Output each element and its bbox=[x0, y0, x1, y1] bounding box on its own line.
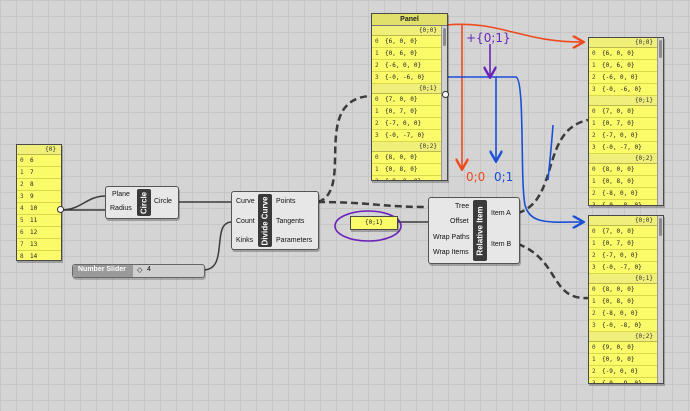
output-points[interactable]: Points bbox=[276, 198, 296, 205]
list-item: 0{8, 0, 0} bbox=[372, 152, 442, 164]
offset-value: {0;1} bbox=[364, 219, 384, 226]
branch-path: {0;2} bbox=[589, 154, 658, 164]
input-kinks[interactable]: Kinks bbox=[236, 237, 254, 244]
slider-label: Number Slider bbox=[78, 266, 126, 273]
list-item: 2{-8, 0, 0} bbox=[589, 308, 658, 320]
list-item: 1{0, 6, 0} bbox=[372, 48, 442, 60]
list-item: 3{-0, -8, 0} bbox=[589, 200, 658, 205]
input-wrap-items[interactable]: Wrap Items bbox=[433, 249, 469, 256]
solid-wires bbox=[60, 195, 428, 271]
orange-label: 0;0 bbox=[466, 170, 485, 184]
list-item: 3{-0, -9, 0} bbox=[589, 378, 658, 383]
list-item: 0{9, 0, 0} bbox=[589, 342, 658, 354]
item-b-panel[interactable]: {0;0}0{7, 0, 0}1{0, 7, 0}2{-7, 0, 0}3{-0… bbox=[588, 215, 664, 384]
branch-path: {0;0} bbox=[372, 26, 442, 36]
list-item: 3{-0, -7, 0} bbox=[589, 262, 658, 274]
input-curve[interactable]: Curve bbox=[236, 198, 255, 205]
list-item: 1{0, 8, 0} bbox=[372, 164, 442, 176]
input-offset[interactable]: Offset bbox=[450, 218, 469, 225]
purple-annotation bbox=[334, 44, 490, 242]
list-item: 2{-7, 0, 0} bbox=[372, 118, 442, 130]
list-item: 1{0, 7, 0} bbox=[589, 118, 658, 130]
panel-title: Panel bbox=[372, 14, 447, 26]
branch-path: {0;0} bbox=[589, 216, 658, 226]
relative-item-core: Relative Item bbox=[473, 200, 487, 261]
list-item: 1{0, 6, 0} bbox=[589, 60, 658, 72]
list-item: 0{6, 0, 0} bbox=[372, 36, 442, 48]
input-count[interactable]: Count bbox=[236, 218, 255, 225]
list-item: 2{-8, 0, 0} bbox=[589, 188, 658, 200]
scrollbar[interactable] bbox=[441, 26, 447, 180]
list-item: 1{0, 8, 0} bbox=[589, 296, 658, 308]
list-item: 0{8, 0, 0} bbox=[589, 284, 658, 296]
list-item: 3{-0, -6, 0} bbox=[372, 72, 442, 84]
list-item: 1{0, 8, 0} bbox=[589, 176, 658, 188]
output-grip[interactable] bbox=[57, 206, 64, 213]
output-tangents[interactable]: Tangents bbox=[276, 218, 305, 225]
list-item: 3{-0, -7, 0} bbox=[372, 130, 442, 142]
output-circle[interactable]: Circle bbox=[154, 198, 172, 205]
circle-core: Circle bbox=[137, 189, 151, 216]
branch-path: {0;1} bbox=[372, 84, 442, 94]
scrollbar[interactable] bbox=[657, 38, 663, 205]
output-item-a[interactable]: Item A bbox=[491, 210, 511, 217]
input-tree[interactable]: Tree bbox=[455, 203, 470, 210]
list-item: 2{-7, 0, 0} bbox=[589, 250, 658, 262]
list-item: 1{0, 9, 0} bbox=[589, 354, 658, 366]
panel-output-grip[interactable] bbox=[442, 91, 449, 98]
slider-value: 4 bbox=[147, 266, 151, 273]
list-item: 1{0, 7, 0} bbox=[372, 106, 442, 118]
list-item: 0{6, 0, 0} bbox=[589, 48, 658, 60]
list-item: 2{-6, 0, 0} bbox=[589, 72, 658, 84]
relative-item-component[interactable]: Tree Offset Wrap Paths Wrap Items Relati… bbox=[428, 197, 520, 264]
circle-component[interactable]: Plane Radius Circle Circle bbox=[105, 186, 179, 219]
branch-path: {0;1} bbox=[589, 274, 658, 284]
list-item: 2{-6, 0, 0} bbox=[372, 60, 442, 72]
tree-wires bbox=[317, 94, 589, 300]
input-plane[interactable]: Plane bbox=[112, 191, 130, 198]
list-item: 0{7, 0, 0} bbox=[589, 226, 658, 238]
purple-label: +{0;1} bbox=[466, 31, 511, 45]
branch-path: {0;2} bbox=[589, 332, 658, 342]
list-item: 3{-0, -7, 0} bbox=[589, 142, 658, 154]
branch-path: {0;1} bbox=[589, 96, 658, 106]
list-item: 0{7, 0, 0} bbox=[589, 106, 658, 118]
scrollbar[interactable] bbox=[657, 216, 663, 383]
divide-curve-core: Divide Curve bbox=[258, 194, 272, 247]
list-item: 0{8, 0, 0} bbox=[589, 164, 658, 176]
input-radius[interactable]: Radius bbox=[110, 205, 132, 212]
list-item: 0{7, 0, 0} bbox=[372, 94, 442, 106]
output-item-b[interactable]: Item B bbox=[491, 241, 512, 248]
list-item: 2{-7, 0, 0} bbox=[589, 130, 658, 142]
divide-curve-component[interactable]: Curve Count Kinks Divide Curve Points Ta… bbox=[231, 191, 319, 250]
slider-handle-icon[interactable]: ◇ bbox=[137, 267, 143, 274]
number-slider[interactable]: Number Slider ◇ 4 bbox=[72, 264, 205, 278]
branch-path: {0;2} bbox=[372, 142, 442, 152]
panel-path: {0} bbox=[17, 145, 61, 155]
list-item: 2{-9, 0, 0} bbox=[589, 366, 658, 378]
main-panel[interactable]: Panel {0;0}0{6, 0, 0}1{0, 6, 0}2{-6, 0, … bbox=[371, 13, 448, 181]
list-item: 2{-8, 0, 0} bbox=[372, 176, 442, 180]
output-parameters[interactable]: Parameters bbox=[276, 237, 313, 244]
list-item: 1{0, 7, 0} bbox=[589, 238, 658, 250]
input-wrap-paths[interactable]: Wrap Paths bbox=[433, 234, 470, 241]
list-item: 3{-0, -8, 0} bbox=[589, 320, 658, 332]
branch-path: {0;0} bbox=[589, 38, 658, 48]
list-item: 3{-0, -6, 0} bbox=[589, 84, 658, 96]
blue-label: 0;1 bbox=[494, 170, 513, 184]
list-panel[interactable]: {0} 06172839410511612713814915 bbox=[16, 144, 62, 261]
item-a-panel[interactable]: {0;0}0{6, 0, 0}1{0, 6, 0}2{-6, 0, 0}3{-0… bbox=[588, 37, 664, 206]
offset-panel[interactable]: {0;1} bbox=[350, 216, 398, 230]
